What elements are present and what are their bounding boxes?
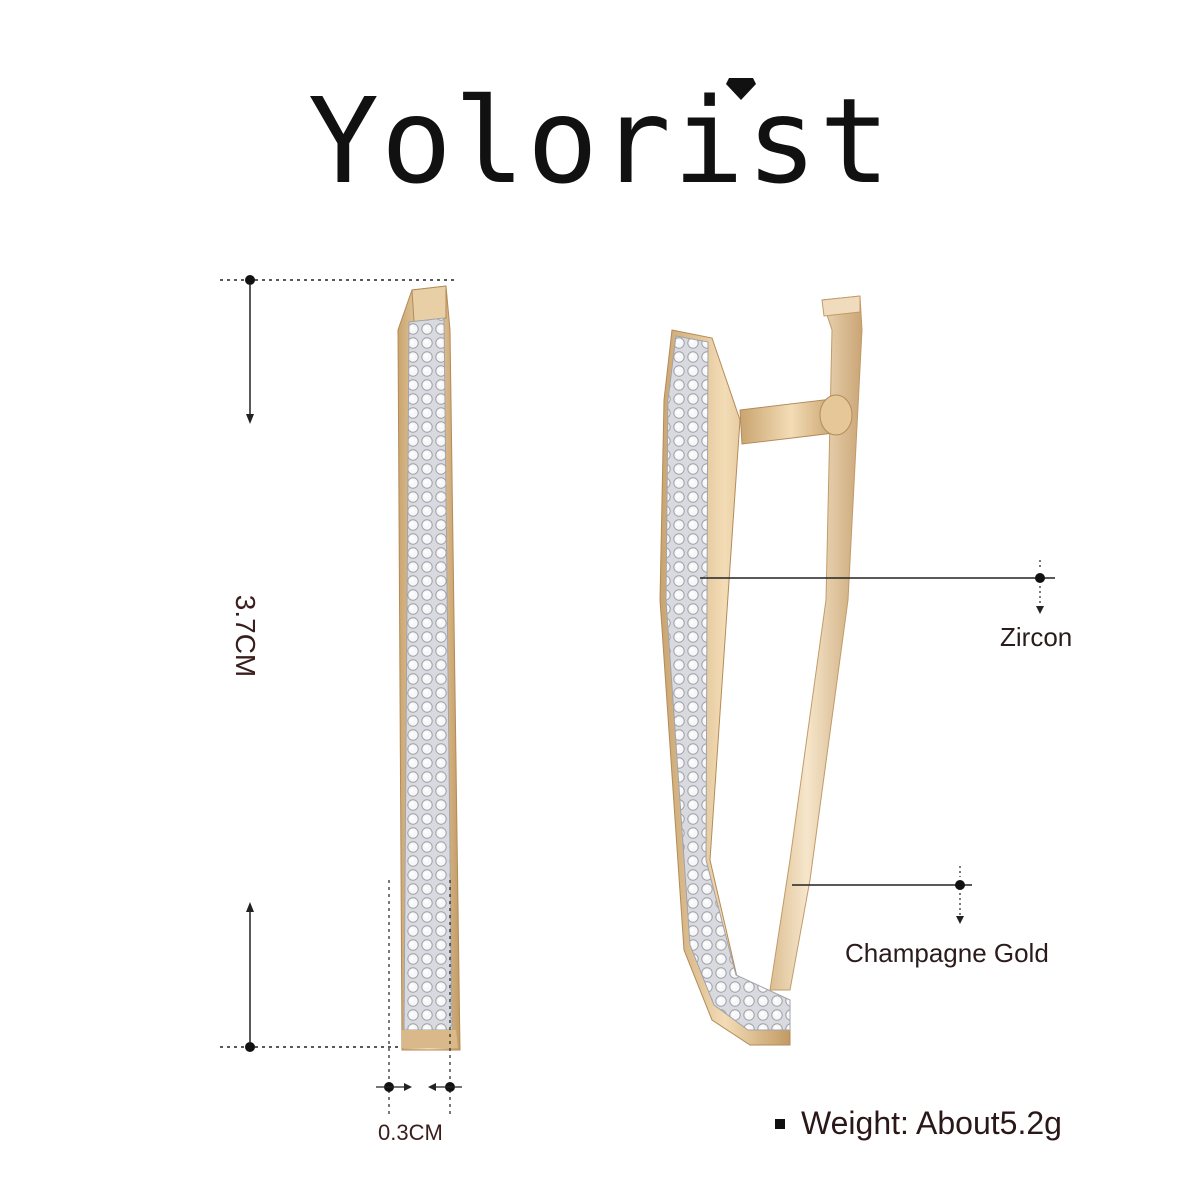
weight-spec: Weight: About5.2g xyxy=(775,1105,1062,1142)
brand-logo-text: Yolorist xyxy=(307,72,893,210)
weight-text: Weight: About5.2g xyxy=(801,1105,1062,1141)
champagne-gold-label: Champagne Gold xyxy=(845,938,1049,968)
zircon-callout xyxy=(700,560,1055,614)
bullet-icon xyxy=(775,1118,785,1129)
zircon-label: Zircon xyxy=(1000,622,1073,652)
length-label: 3.7CM xyxy=(230,594,261,678)
diamond-icon xyxy=(726,78,756,100)
gold-callout xyxy=(792,866,972,924)
width-label: 0.3CM xyxy=(378,1120,443,1145)
width-dimension xyxy=(376,880,462,1115)
length-dimension xyxy=(220,275,455,1052)
earring-side-view xyxy=(397,285,461,1051)
earring-front-view xyxy=(659,295,863,1046)
